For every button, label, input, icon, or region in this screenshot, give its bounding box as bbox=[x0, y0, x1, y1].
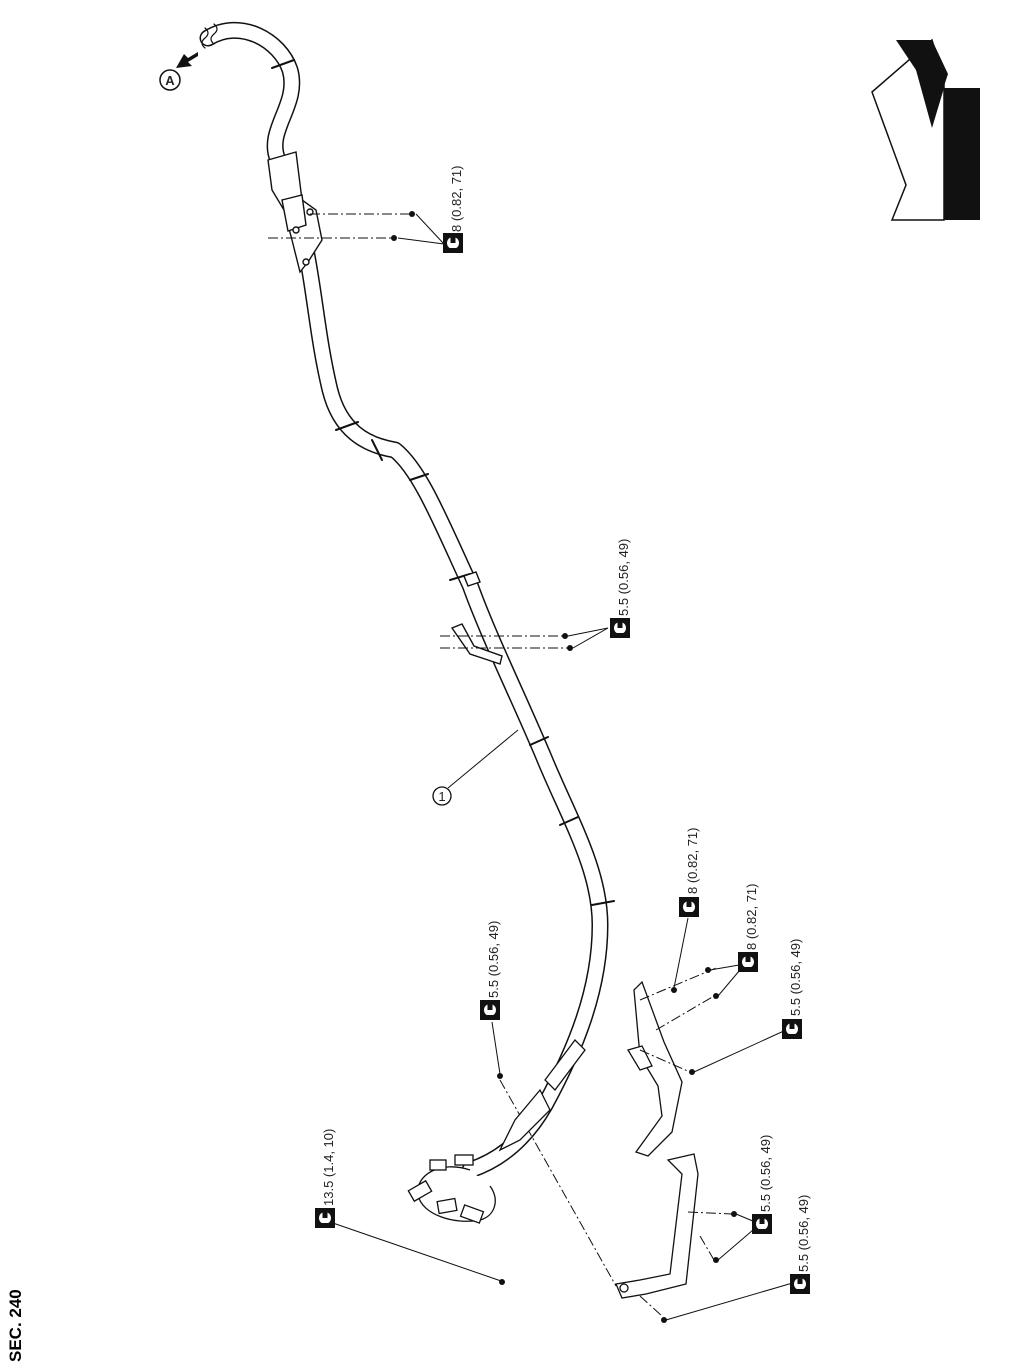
section-label: SEC. 240 bbox=[6, 1289, 25, 1362]
svg-text:A: A bbox=[165, 73, 175, 88]
torque-label-t3: 8 (0.82, 71) bbox=[679, 828, 700, 917]
torque-wrench-icon bbox=[790, 1274, 810, 1294]
upper-bolts bbox=[391, 211, 415, 241]
lower-right-bracket-lower bbox=[615, 1153, 699, 1299]
torque-label-t4: 8 (0.82, 71) bbox=[738, 884, 759, 972]
torque-wrench-icon bbox=[782, 1019, 802, 1039]
torque-label-t7: 13.5 (1.4, 10) bbox=[315, 1129, 336, 1228]
upper-leader-lines bbox=[268, 213, 410, 239]
torque-label-t8: 5.5 (0.56, 49) bbox=[790, 1195, 811, 1294]
torque-wrench-icon bbox=[480, 1000, 500, 1020]
svg-text:5.5 (0.56, 49): 5.5 (0.56, 49) bbox=[758, 1135, 773, 1212]
middle-bolts bbox=[562, 633, 573, 651]
svg-text:5.5 (0.56, 49): 5.5 (0.56, 49) bbox=[616, 539, 631, 616]
svg-text:8 (0.82, 71): 8 (0.82, 71) bbox=[685, 828, 700, 895]
torque-label-t1: 8 (0.82, 71) bbox=[443, 166, 464, 253]
vehicle-front-direction-icon bbox=[871, 38, 980, 221]
connector-cluster bbox=[407, 1039, 586, 1224]
middle-leader-lines bbox=[440, 635, 568, 649]
torque-wrench-icon bbox=[610, 618, 630, 638]
torque-wrench-icon bbox=[752, 1214, 772, 1234]
torque-wrench-icon bbox=[315, 1208, 335, 1228]
lower-right-bracket-upper bbox=[627, 980, 683, 1157]
wire-harness bbox=[199, 21, 615, 1179]
svg-text:8 (0.82, 71): 8 (0.82, 71) bbox=[449, 166, 464, 233]
svg-text:5.5 (0.56, 49): 5.5 (0.56, 49) bbox=[788, 939, 803, 1016]
torque-label-t5: 5.5 (0.56, 49) bbox=[782, 939, 803, 1039]
svg-text:8 (0.82, 71): 8 (0.82, 71) bbox=[744, 884, 759, 951]
part-callout-1: 1 bbox=[432, 729, 519, 806]
lower-bolts bbox=[497, 967, 737, 1323]
lower-leader-lines bbox=[499, 967, 733, 1317]
direction-arrow-icon bbox=[176, 52, 198, 68]
svg-text:5.5 (0.56, 49): 5.5 (0.56, 49) bbox=[796, 1195, 811, 1272]
svg-text:13.5 (1.4, 10): 13.5 (1.4, 10) bbox=[321, 1129, 336, 1206]
torque-label-t6: 5.5 (0.56, 49) bbox=[752, 1135, 773, 1234]
torque-leaders bbox=[329, 917, 797, 1321]
upper-bracket bbox=[267, 151, 323, 274]
torque-label-t9: 5.5 (0.56, 49) bbox=[480, 921, 501, 1020]
svg-text:1: 1 bbox=[438, 789, 445, 804]
torque-wrench-icon bbox=[679, 897, 699, 917]
torque-wrench-icon bbox=[443, 233, 463, 253]
view-a-callout: A bbox=[159, 52, 198, 91]
middle-bracket bbox=[450, 571, 503, 665]
torque-label-t2: 5.5 (0.56, 49) bbox=[610, 539, 631, 638]
torque-wrench-icon bbox=[738, 952, 758, 972]
svg-text:5.5 (0.56, 49): 5.5 (0.56, 49) bbox=[486, 921, 501, 998]
